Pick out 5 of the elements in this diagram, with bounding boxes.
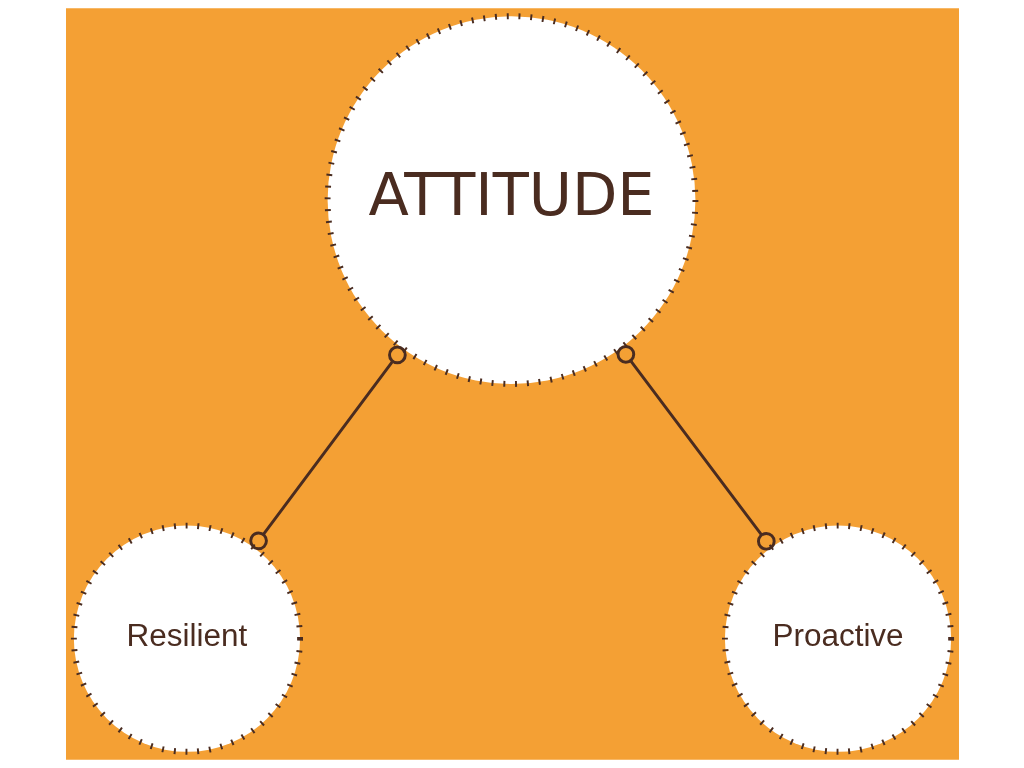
node-circle: ATTITUDE [324, 13, 698, 387]
connector [248, 345, 407, 551]
connector [616, 344, 776, 551]
node-circle: Proactive [721, 522, 954, 755]
node-circle: Resilient [70, 522, 303, 755]
